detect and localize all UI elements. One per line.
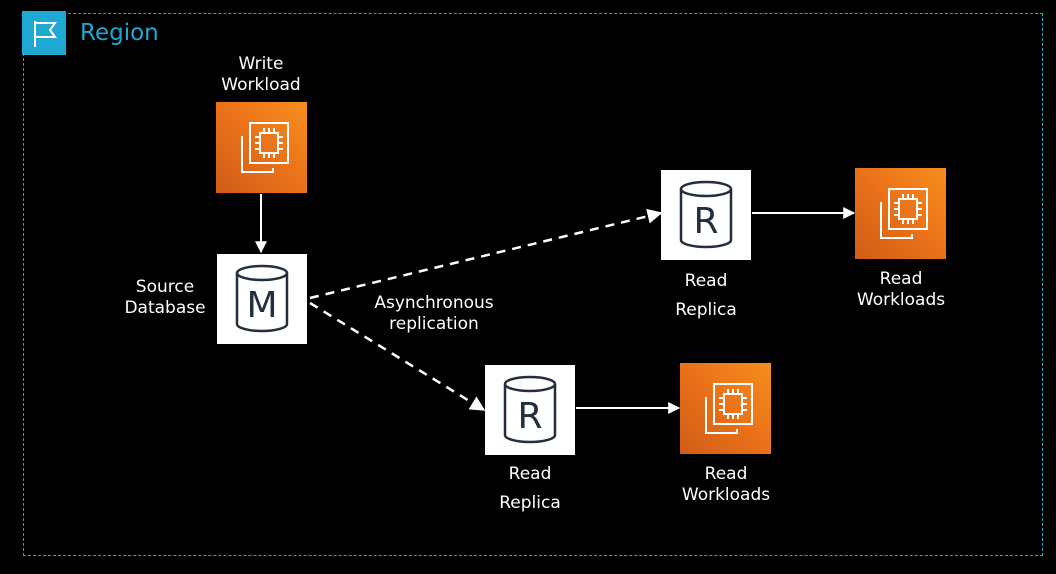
database-icon: M: [235, 264, 289, 333]
database-icon: R: [503, 375, 557, 444]
ec2-instance-icon: [241, 122, 289, 173]
write-workload-node: [216, 102, 307, 193]
region-boundary: [23, 13, 1043, 556]
read-workloads-bottom-node: [680, 363, 771, 454]
ec2-instance-icon: [880, 188, 928, 239]
replication-arrow-bottom: [309, 301, 486, 412]
replication-label: Asynchronous replication: [374, 293, 494, 334]
read-replica-bottom-node: R: [485, 365, 575, 455]
source-database-label: Source Database: [124, 277, 206, 318]
ec2-instance-icon: [705, 383, 753, 434]
region-label: Region: [80, 20, 159, 46]
flag-icon: [22, 11, 66, 55]
replica-letter: R: [517, 396, 542, 437]
read-workloads-top-node: [855, 168, 946, 259]
read-replica-bottom-label: Read Replica: [499, 464, 561, 513]
write-workload-label: Write Workload: [221, 54, 301, 95]
read-replica-top-label: Read Replica: [675, 271, 737, 320]
source-database-node: M: [217, 254, 307, 344]
read-workloads-bottom-label: Read Workloads: [681, 464, 771, 505]
read-replica-top-node: R: [661, 170, 751, 260]
database-icon: R: [679, 180, 733, 249]
replica-letter: R: [693, 201, 718, 242]
replication-arrow-top: [309, 208, 663, 300]
read-workloads-top-label: Read Workloads: [856, 269, 946, 310]
master-letter: M: [246, 285, 277, 326]
